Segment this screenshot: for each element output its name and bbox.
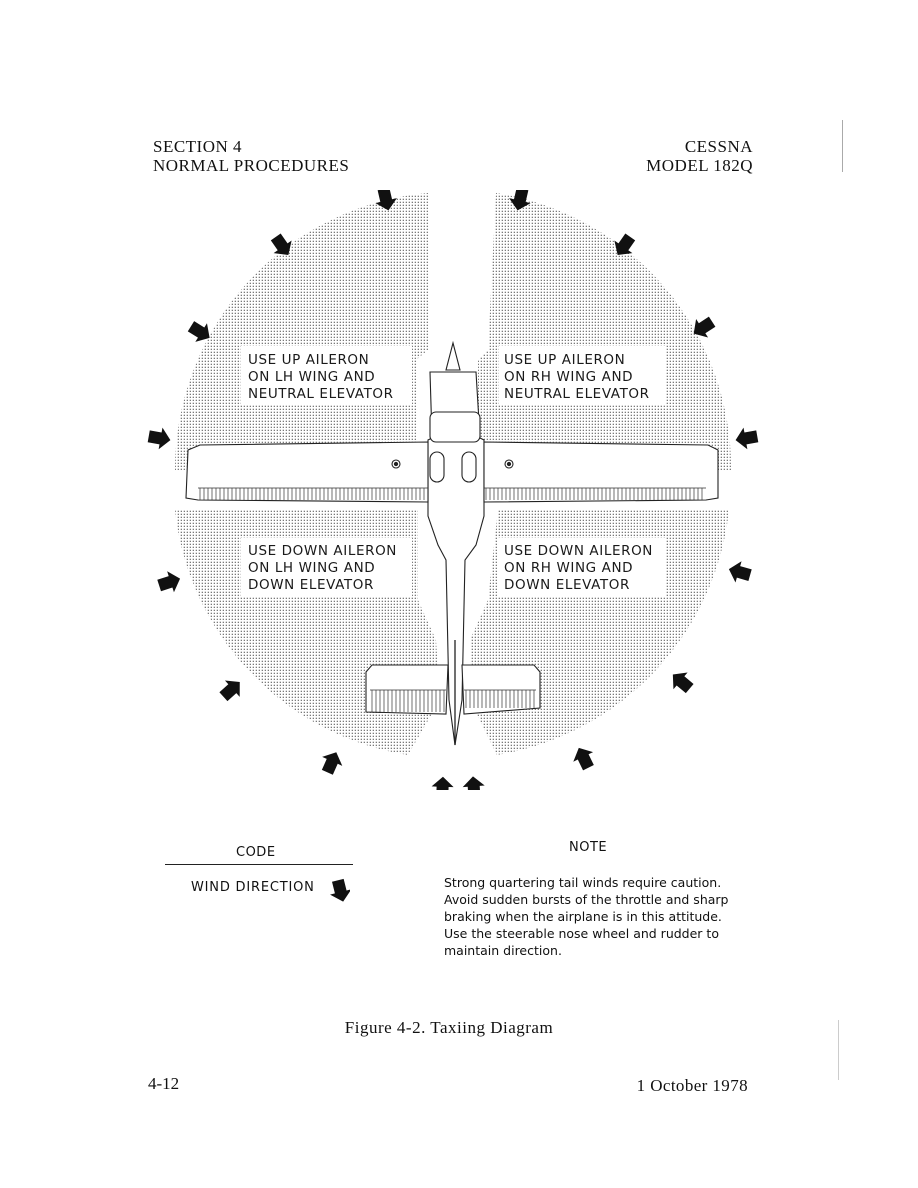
section-header: SECTION 4 NORMAL PROCEDURES — [153, 137, 349, 175]
note-line: Strong quartering tail winds require cau… — [444, 875, 722, 890]
page-number: 4-12 — [148, 1074, 180, 1093]
zone-label-upper-left: USE UP AILERON ON LH WING AND NEUTRAL EL… — [241, 346, 412, 405]
svg-text:ON RH WING AND: ON RH WING AND — [504, 369, 633, 385]
manufacturer-name: CESSNA — [684, 137, 753, 156]
airplane-top-view — [185, 340, 719, 746]
code-legend-rule — [165, 864, 353, 865]
wind-arrow-icon — [733, 425, 760, 451]
propeller-spinner — [445, 340, 461, 371]
svg-text:ON RH WING AND: ON RH WING AND — [504, 560, 633, 576]
wind-arrow-icon — [568, 743, 599, 773]
zone-upper-right — [453, 193, 732, 470]
wind-direction-label: WIND DIRECTION — [191, 880, 315, 895]
zone-label-upper-right: USE UP AILERON ON RH WING AND NEUTRAL EL… — [499, 346, 666, 405]
wind-arrow-icon — [665, 666, 697, 698]
zone-upper-left — [174, 193, 453, 470]
aircraft-model: MODEL 182Q — [646, 156, 753, 175]
windshield — [429, 411, 481, 443]
note-title: NOTE — [569, 840, 608, 855]
section-title: NORMAL PROCEDURES — [153, 156, 350, 175]
code-legend-title: CODE — [236, 845, 276, 860]
zone-label-lower-right: USE DOWN AILERON ON RH WING AND DOWN ELE… — [498, 538, 666, 597]
right-stabilizer — [461, 664, 541, 715]
svg-text:DOWN ELEVATOR: DOWN ELEVATOR — [248, 577, 374, 593]
zone-label-lower-left: USE DOWN AILERON ON LH WING AND DOWN ELE… — [241, 538, 412, 597]
note-line: maintain direction. — [444, 943, 562, 958]
note-line: Use the steerable nose wheel and rudder … — [444, 926, 719, 941]
scan-mark — [842, 120, 843, 172]
wind-arrow-icon — [462, 775, 486, 790]
right-seat — [461, 451, 477, 483]
svg-text:USE DOWN AILERON: USE DOWN AILERON — [248, 543, 397, 559]
wind-arrow-icon — [146, 425, 173, 451]
right-wing — [483, 441, 719, 503]
left-seat — [429, 451, 445, 483]
right-fuel-cap-inner — [506, 461, 512, 467]
manufacturer-header: CESSNA MODEL 182Q — [646, 137, 753, 175]
note-line: Avoid sudden bursts of the throttle and … — [444, 892, 729, 907]
wind-arrow-icon — [317, 747, 347, 777]
note-text: Strong quartering tail winds require cau… — [444, 874, 754, 959]
scan-mark — [838, 1020, 839, 1080]
wind-arrow-icon — [216, 673, 248, 705]
svg-text:USE UP AILERON: USE UP AILERON — [248, 352, 369, 368]
taxiing-diagram: USE UP AILERON ON LH WING AND NEUTRAL EL… — [146, 190, 760, 790]
wind-arrow-icon — [725, 558, 754, 586]
svg-text:DOWN ELEVATOR: DOWN ELEVATOR — [504, 577, 630, 593]
left-stabilizer — [365, 664, 449, 715]
left-fuel-cap-inner — [393, 461, 399, 467]
wind-arrow-icon — [431, 776, 454, 790]
revision-date: 1 October 1978 — [636, 1076, 748, 1095]
wind-arrow-icon — [155, 568, 184, 596]
svg-text:USE DOWN AILERON: USE DOWN AILERON — [504, 543, 653, 559]
svg-text:NEUTRAL ELEVATOR: NEUTRAL ELEVATOR — [504, 386, 650, 402]
note-line: braking when the airplane is in this att… — [444, 909, 722, 924]
svg-text:ON LH WING AND: ON LH WING AND — [248, 560, 375, 576]
left-wing — [185, 441, 429, 503]
svg-text:USE UP AILERON: USE UP AILERON — [504, 352, 625, 368]
figure-caption: Figure 4-2. Taxiing Diagram — [344, 1018, 554, 1037]
wind-direction-arrow-icon — [330, 878, 350, 902]
section-number: SECTION 4 — [153, 137, 243, 156]
svg-text:ON LH WING AND: ON LH WING AND — [248, 369, 375, 385]
svg-text:NEUTRAL ELEVATOR: NEUTRAL ELEVATOR — [248, 386, 394, 402]
